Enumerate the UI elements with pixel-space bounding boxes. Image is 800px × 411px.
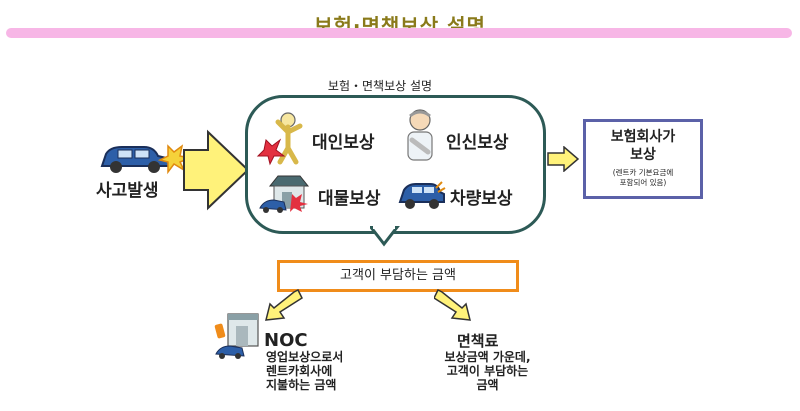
accident-car-icon bbox=[100, 144, 193, 175]
noc-title: NOC bbox=[264, 330, 308, 351]
bubble-tail bbox=[370, 226, 400, 247]
bandaged-person-icon bbox=[407, 109, 433, 161]
customer-pay-box: 고객이 부담하는 금액 bbox=[277, 260, 519, 292]
category-self-injury: 인신보상 bbox=[446, 133, 509, 153]
insurance-company-line1: 보험회사가 bbox=[610, 129, 676, 145]
noc-desc-line3: 지불하는 금액 bbox=[266, 378, 337, 392]
arrow-down-right-icon bbox=[434, 288, 471, 321]
accident-label: 사고발생 bbox=[96, 181, 159, 201]
insurance-company-box: 보험회사가 보상 (렌트카 기본요금에 포함되어 있음) bbox=[583, 119, 703, 199]
title-underline-bar bbox=[6, 28, 792, 38]
category-vehicle-damage: 차량보상 bbox=[450, 189, 513, 209]
arrow-down-left-icon bbox=[265, 288, 303, 321]
deductible-description: 보상금액 가운데, 고객이 부담하는 금액 bbox=[425, 350, 550, 392]
category-property-damage: 대물보상 bbox=[318, 189, 381, 209]
deductible-desc-line3: 금액 bbox=[476, 378, 499, 392]
flow-arrow-icon bbox=[183, 129, 250, 211]
deductible-desc-line2: 고객이 부담하는 bbox=[446, 364, 529, 378]
deductible-title: 면책료 bbox=[457, 332, 499, 350]
insurance-company-line2: 보상 bbox=[630, 147, 656, 163]
arrow-right-icon bbox=[547, 146, 580, 172]
noc-desc-line2: 렌트카회사에 bbox=[266, 364, 333, 378]
insurance-note-line2: 포함되어 있음) bbox=[619, 178, 667, 187]
injured-person-icon bbox=[256, 112, 303, 166]
damaged-car-icon bbox=[398, 181, 446, 209]
bubble-title: 보험・면책보상 설명 bbox=[327, 79, 433, 93]
noc-desc-line1: 영업보상으로서 bbox=[266, 350, 344, 364]
property-damage-icon bbox=[259, 175, 310, 213]
insurance-note-line1: (렌트카 기본요금에 bbox=[612, 168, 674, 177]
deductible-desc-line1: 보상금액 가운데, bbox=[444, 350, 531, 364]
rental-shop-icon bbox=[214, 313, 259, 359]
noc-description: 영업보상으로서 렌트카회사에 지불하는 금액 bbox=[266, 350, 343, 392]
category-personal-injury: 대인보상 bbox=[312, 133, 375, 153]
